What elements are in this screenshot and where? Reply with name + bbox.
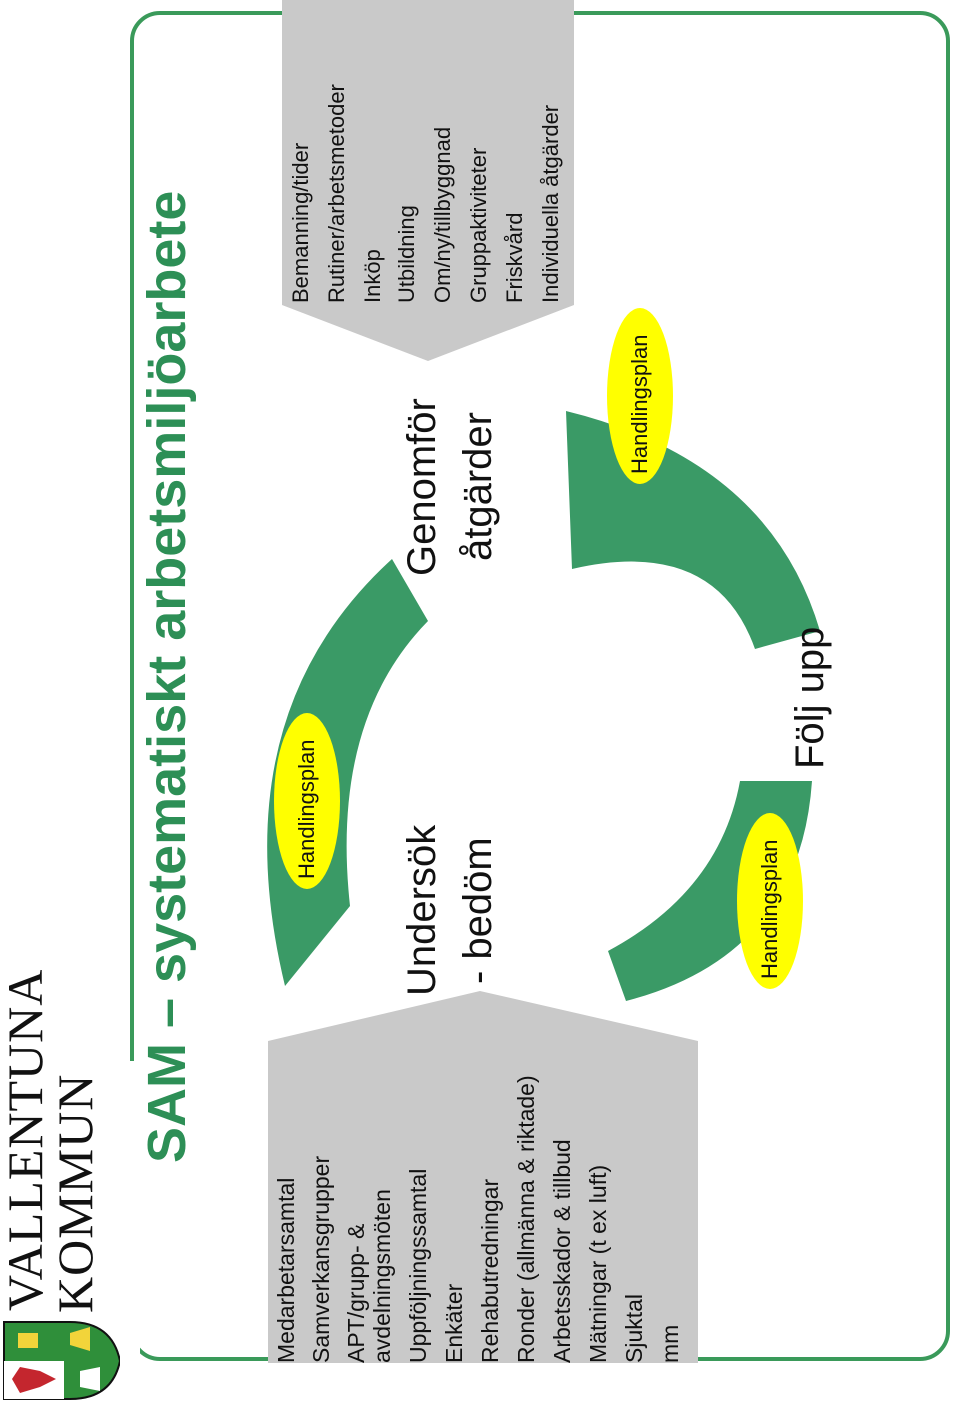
list-item: APT/grupp- &: [343, 1223, 369, 1363]
logo: VALLENTUNA KOMMUN: [0, 969, 125, 1421]
list-item: Arbetsskador & tillbud: [549, 1139, 575, 1363]
stage-investigate-sublabel: - bedöm: [456, 837, 500, 984]
list-item: Rehabutredningar: [477, 1178, 503, 1363]
arc-implement-to-follow-up: [566, 411, 820, 649]
action-plan-label-1: Handlingsplan: [294, 739, 319, 879]
stage-implement-sublabel: åtgärder: [456, 412, 500, 561]
action-plan-ellipse-2: [607, 308, 673, 484]
list-item: avdelningsmöten: [369, 1189, 395, 1363]
action-plan-label-2: Handlingsplan: [627, 334, 652, 474]
action-plan-ellipse-1: [274, 713, 340, 889]
stage-implement-label: Genomför: [400, 398, 444, 576]
list-item: Mätningar (t ex luft): [585, 1164, 611, 1363]
list-item: Enkäter: [441, 1283, 467, 1363]
list-item: mm: [657, 1324, 683, 1363]
list-item: Utbildning: [394, 205, 419, 303]
list-item: Friskvård: [502, 212, 527, 303]
coat-of-arms-icon: [3, 1321, 122, 1400]
list-item: Inköp: [360, 249, 385, 303]
measures-source-panel: [268, 991, 698, 1363]
list-item: Bemanning/tider: [288, 142, 313, 303]
list-item: Rutiner/arbetsmetoder: [324, 84, 349, 303]
stage-investigate-label: Undersök: [400, 824, 444, 996]
stage-follow-up-label: Följ upp: [788, 626, 832, 769]
list-item: Uppföljningssamtal: [405, 1168, 431, 1363]
list-item: Sjuktal: [621, 1293, 647, 1363]
action-plan-label-3: Handlingsplan: [757, 839, 782, 979]
list-item: Ronder (allmänna & riktade): [513, 1075, 539, 1363]
list-item: Individuella åtgärder: [538, 104, 563, 303]
action-plan-ellipse-3: [737, 813, 803, 989]
list-item: Om/ny/tillbyggnad: [430, 126, 455, 303]
list-item: Samverkansgrupper: [308, 1155, 334, 1363]
actions-panel: [282, 0, 574, 361]
list-item: Gruppaktiviteter: [466, 147, 491, 303]
list-item: Medarbetarsamtal: [273, 1177, 299, 1363]
